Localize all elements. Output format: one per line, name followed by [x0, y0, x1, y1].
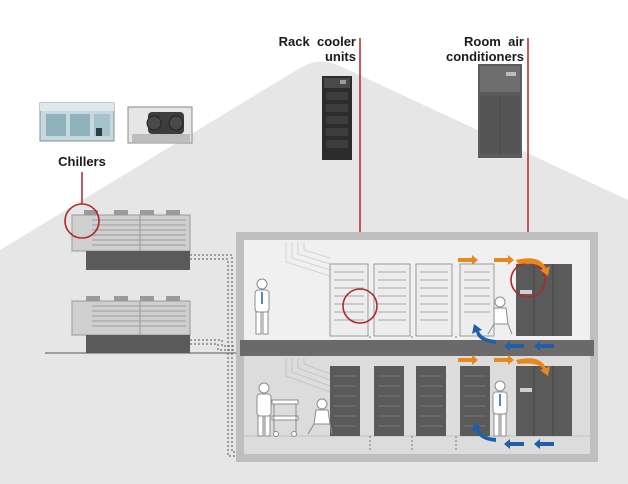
cabling-upper: [285, 242, 331, 277]
hot-air-arrows-upper: [458, 255, 550, 276]
person-figure: [492, 380, 508, 437]
person-figure: [307, 398, 333, 435]
cold-air-arrows-upper: [472, 324, 554, 351]
internal-pipes: [369, 336, 457, 452]
chiller-unit-photo: [39, 102, 115, 142]
upper-rack-slots: [334, 271, 490, 321]
room-air-label-line2: conditioners: [445, 49, 524, 64]
rack-cooler-unit-photo: [322, 76, 352, 160]
person-figure: [256, 382, 272, 437]
chillers-label: Chillers: [58, 154, 106, 169]
lower-server-racks: [330, 366, 490, 436]
person-figure: [254, 278, 270, 335]
rack-cooler-label-line1: Rack cooler: [278, 34, 356, 49]
building-base: [236, 454, 598, 462]
chillers-callout-circle: [64, 203, 100, 239]
chiller-outdoor-unit: [71, 296, 191, 353]
room-air-label-line1: Room air: [464, 34, 524, 49]
person-figure: [487, 296, 513, 335]
lower-rack-slots: [334, 375, 486, 427]
hot-air-arrows-lower: [458, 355, 550, 376]
chiller-unit-photo: [127, 106, 193, 144]
chiller-outdoor-unit: [71, 210, 191, 270]
rack-cooler-label: Rack cooler units: [268, 34, 356, 64]
cabling-lower: [285, 358, 331, 393]
room-air-conditioner-lower: [516, 366, 572, 436]
room-air-conditioner-photo: [478, 64, 522, 158]
room-air-label: Room air conditioners: [424, 34, 524, 64]
rack-cooler-callout-circle: [342, 288, 378, 324]
upper-server-racks: [329, 263, 495, 337]
cold-air-arrows-lower: [472, 422, 554, 449]
rack-cooler-label-line2: units: [324, 49, 356, 64]
floor-slab: [240, 340, 594, 356]
cart-figure: [271, 399, 299, 437]
